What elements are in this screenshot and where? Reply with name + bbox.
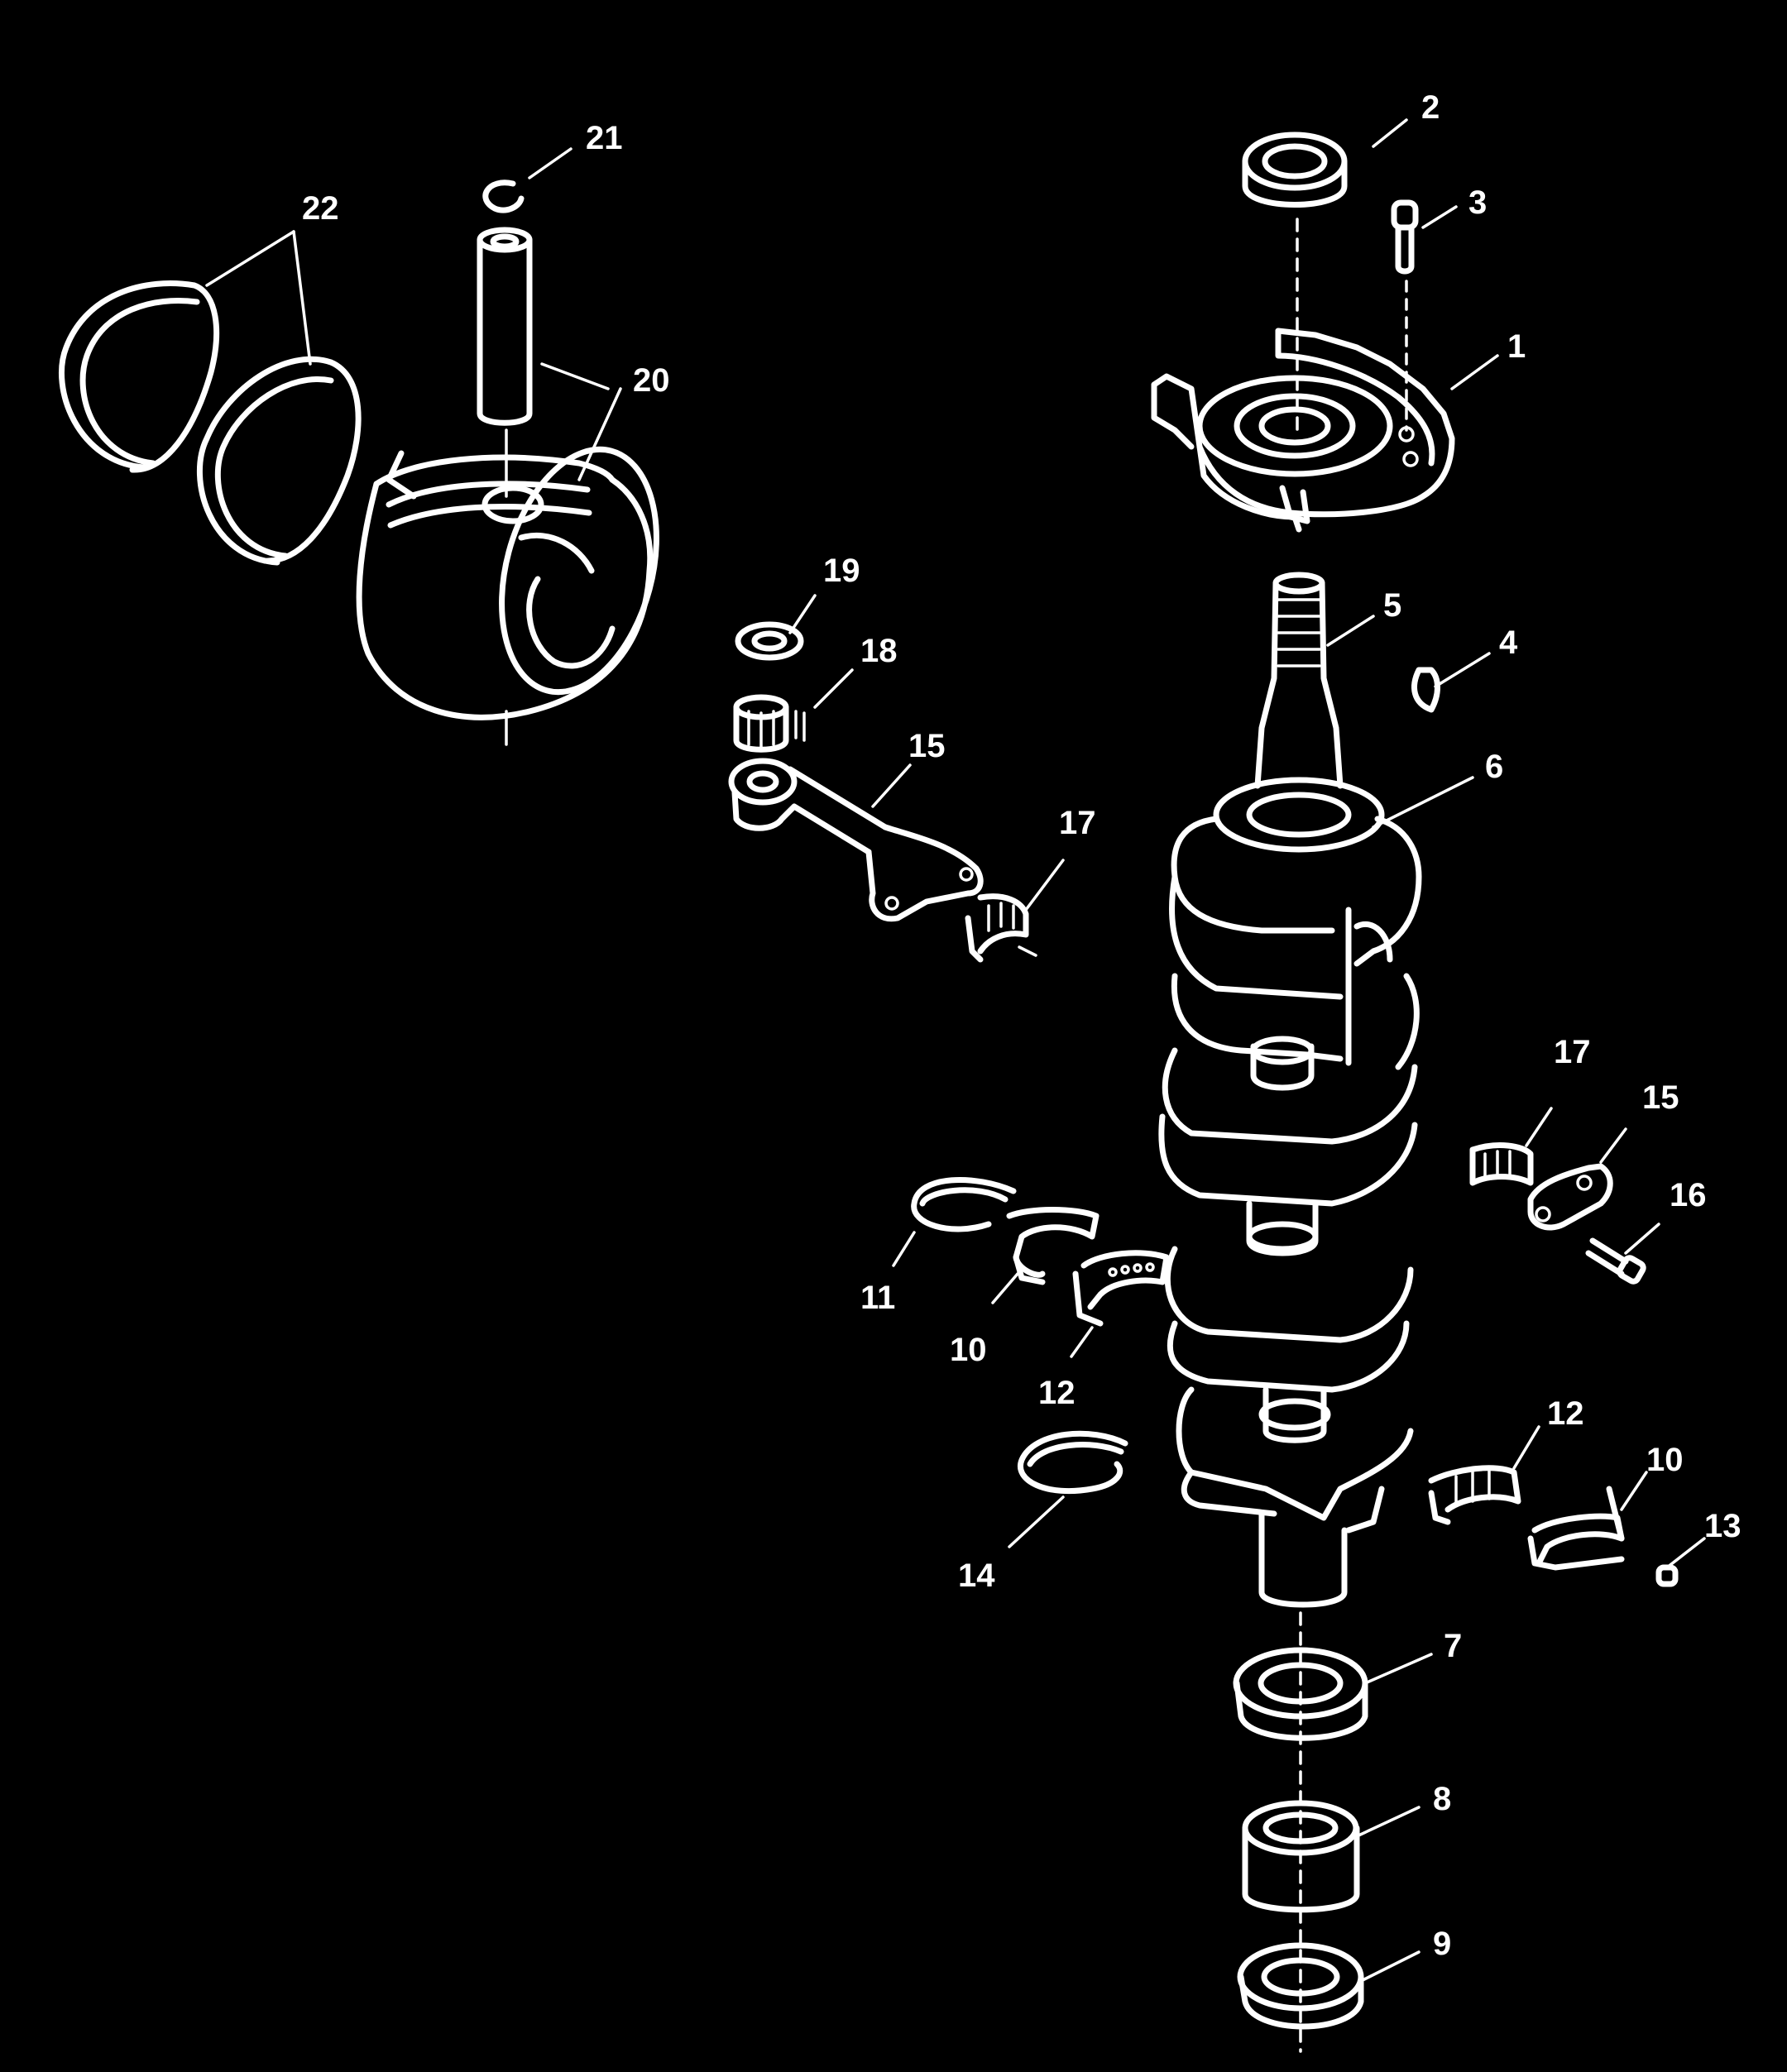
retaining-ring-14	[1018, 1430, 1128, 1495]
lower-seal	[1237, 1942, 1364, 2030]
callout-15-upper: 15	[908, 728, 946, 764]
rod-bolt	[1585, 1237, 1646, 1285]
set-screw	[1655, 1564, 1679, 1587]
callout-11: 11	[860, 1280, 895, 1316]
thrust-washer	[735, 621, 804, 661]
lower-needle-bearing	[1242, 1800, 1360, 1913]
crankshaft	[1158, 572, 1422, 1608]
callout-12-right: 12	[1547, 1395, 1584, 1432]
retaining-ring-11	[911, 1177, 1017, 1232]
bearing-race-10-right	[1527, 1486, 1625, 1571]
callout-4: 4	[1499, 624, 1518, 661]
wrist-pin	[477, 227, 533, 426]
callout-7: 7	[1444, 1628, 1462, 1664]
callout-16: 16	[1670, 1177, 1707, 1213]
callout-14: 14	[958, 1558, 995, 1594]
connecting-rod	[728, 758, 984, 922]
bearing-housing	[1151, 328, 1455, 533]
callout-2: 2	[1421, 89, 1440, 126]
callout-9: 9	[1433, 1926, 1451, 1962]
callout-1: 1	[1507, 328, 1526, 365]
leader-lines	[205, 118, 1706, 1983]
callout-20: 20	[633, 362, 670, 399]
callout-21: 21	[586, 120, 623, 156]
callout-8: 8	[1433, 1781, 1451, 1817]
callout-6: 6	[1485, 749, 1503, 785]
callout-10-right: 10	[1646, 1442, 1684, 1478]
piston	[356, 446, 659, 746]
needle-bearing	[733, 694, 806, 753]
bearing-race-10-left	[1006, 1207, 1100, 1285]
piston-rings	[58, 280, 362, 566]
callout-19: 19	[823, 553, 860, 589]
callout-10-left: 10	[950, 1332, 987, 1368]
callout-22: 22	[302, 190, 339, 227]
rod-cap	[1527, 1163, 1613, 1231]
callout-17-upper: 17	[1059, 805, 1096, 841]
rod-bearing-upper	[965, 893, 1037, 963]
roller-bearing-12-right	[1428, 1465, 1521, 1525]
callout-15-lower: 15	[1642, 1079, 1679, 1116]
callout-18: 18	[860, 633, 898, 669]
top-seal	[1242, 132, 1348, 208]
screw-top	[1391, 199, 1419, 275]
roller-bearing-12-left	[1072, 1250, 1170, 1327]
callout-5: 5	[1383, 587, 1401, 624]
callout-12-left: 12	[1038, 1375, 1076, 1411]
callout-3: 3	[1468, 184, 1487, 221]
rod-bearing-lower	[1469, 1142, 1534, 1186]
callout-17-lower: 17	[1554, 1034, 1591, 1070]
woodruff-key	[1411, 667, 1440, 713]
callout-13: 13	[1704, 1508, 1741, 1544]
pin-clip	[482, 179, 525, 213]
callout-labels: 2 3 1 4 5 6 7 8 9 10 10 11 12 12 13 14 1…	[302, 89, 1741, 1962]
